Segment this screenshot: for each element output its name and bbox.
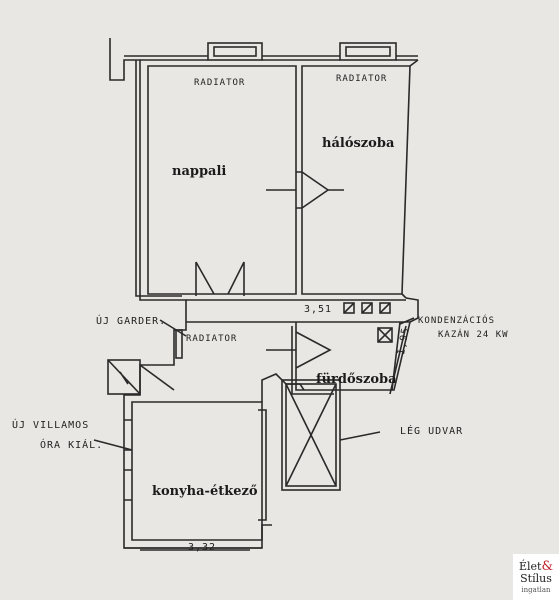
meter-label-2: ÓRA KIÁL. bbox=[40, 440, 104, 451]
room-living: nappali bbox=[172, 164, 227, 179]
meter-label-1: ÚJ VILLAMOS bbox=[12, 420, 90, 431]
vent-box-3 bbox=[379, 302, 391, 314]
room-bathroom: fürdőszoba bbox=[316, 372, 397, 387]
vent-box-1 bbox=[343, 302, 355, 314]
dimension-kitchen: 3,32 bbox=[188, 542, 217, 553]
girder-box bbox=[107, 359, 141, 395]
bedroom-door bbox=[296, 171, 330, 209]
boiler-label-2: KAZÁN 24 KW bbox=[438, 330, 509, 340]
living-double-door bbox=[195, 261, 245, 296]
logo-line2: Stílus bbox=[520, 572, 552, 585]
air-shaft-box bbox=[285, 383, 337, 487]
hall-radiator bbox=[175, 329, 183, 359]
kitchen-walls bbox=[131, 401, 263, 541]
window-left bbox=[207, 42, 263, 61]
dimension-hall: 3,51 bbox=[304, 304, 333, 315]
radiator-label-3: RADIATOR bbox=[186, 334, 238, 344]
bedroom-walls bbox=[301, 65, 411, 295]
outer-wall-left bbox=[109, 38, 272, 549]
bath-dim-line bbox=[391, 321, 401, 391]
air-shaft-label: LÉG UDVAR bbox=[400, 426, 464, 437]
hallway bbox=[186, 299, 410, 323]
logo-line3: ingatlan bbox=[521, 586, 551, 594]
girder-label: ÚJ GARDER. bbox=[96, 316, 167, 327]
radiator-label-2: RADIATOR bbox=[336, 74, 388, 84]
living-room-walls bbox=[147, 65, 297, 295]
room-bedroom: hálószoba bbox=[322, 136, 395, 151]
outer-wall-left-inner bbox=[135, 60, 182, 297]
radiator-label-1: RADIATOR bbox=[194, 78, 246, 88]
room-kitchen: konyha-étkező bbox=[152, 484, 258, 499]
logo-line1: Élet bbox=[518, 560, 542, 573]
logo-amp: & bbox=[541, 559, 554, 574]
bathroom-door bbox=[295, 331, 332, 369]
window-right bbox=[339, 42, 397, 61]
boiler-box bbox=[377, 327, 393, 343]
brand-logo: Élet& Stílus ingatlan bbox=[513, 554, 559, 600]
vent-box-2 bbox=[361, 302, 373, 314]
boiler-label-1: KONDENZÁCIÓS bbox=[418, 316, 496, 326]
